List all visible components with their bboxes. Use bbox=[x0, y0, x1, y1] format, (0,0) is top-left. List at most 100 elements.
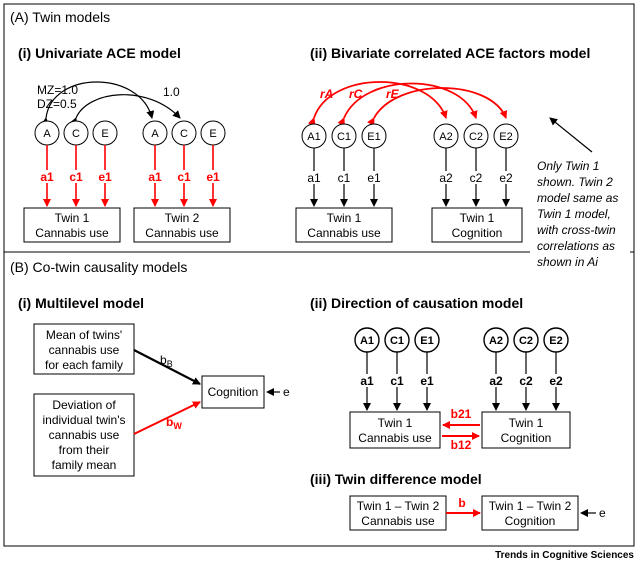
factor-c1-label: C1 bbox=[337, 131, 351, 143]
box-line: family mean bbox=[52, 458, 117, 472]
direction-cannabis-factors: A1 C1 E1 bbox=[354, 327, 440, 353]
box-line: cannabis use bbox=[49, 428, 120, 442]
box-line: Twin 1 bbox=[378, 416, 413, 430]
bb-label: bB bbox=[160, 353, 173, 369]
bivariate-correlation-arcs bbox=[307, 81, 508, 127]
box-line: Twin 2 bbox=[165, 211, 200, 225]
twin2-cannabis-box bbox=[133, 207, 231, 243]
direction-cognition-box bbox=[481, 411, 571, 449]
bw-label: bW bbox=[166, 415, 182, 431]
box-line: Cannabis use bbox=[145, 226, 219, 240]
factor-e-label: E bbox=[101, 128, 108, 140]
path-a1-label: a1 bbox=[307, 171, 321, 185]
twin1-cannabis-box bbox=[23, 207, 121, 243]
bw-subscript: W bbox=[173, 421, 182, 431]
direction-title: (ii) Direction of causation model bbox=[310, 295, 523, 311]
factor-e2-label: E2 bbox=[549, 335, 562, 347]
box-line: cannabis use bbox=[49, 343, 120, 357]
error-label: e bbox=[283, 385, 290, 399]
box-line: individual twin's bbox=[43, 413, 126, 427]
difference-cannabis-box bbox=[349, 495, 447, 531]
note-line: with cross-twin bbox=[537, 223, 616, 237]
between-family-path bbox=[133, 349, 201, 385]
path-e2-label: e2 bbox=[499, 171, 513, 185]
box-line: Cognition bbox=[208, 385, 259, 399]
direction-cannabis-box bbox=[349, 411, 441, 449]
bw-base: b bbox=[166, 415, 173, 429]
note-backdrop bbox=[530, 156, 630, 264]
path-a2-label: a2 bbox=[439, 171, 453, 185]
path-c1-label: c1 bbox=[390, 374, 404, 388]
bivariate-title: (ii) Bivariate correlated ACE factors mo… bbox=[310, 45, 590, 61]
factor-a1-label: A1 bbox=[360, 335, 374, 347]
bivariate-cannabis-factors: A1 C1 E1 bbox=[301, 123, 387, 149]
path-e2-label: e2 bbox=[549, 374, 563, 388]
box-line: Cognition bbox=[452, 226, 503, 240]
multilevel-cognition-box bbox=[201, 375, 265, 409]
note-line: correlations as bbox=[537, 239, 615, 253]
box-line: Cognition bbox=[505, 514, 556, 528]
factor-c2-label: C2 bbox=[469, 131, 483, 143]
box-line: Twin 1 bbox=[460, 211, 495, 225]
b12-label: b12 bbox=[451, 438, 472, 452]
box-line: Cannabis use bbox=[35, 226, 109, 240]
univariate-title: (i) Univariate ACE model bbox=[18, 45, 181, 61]
box-line: Cognition bbox=[501, 431, 552, 445]
re-label: rE bbox=[386, 87, 400, 101]
path-c2-label: c2 bbox=[470, 171, 483, 185]
multilevel-title: (i) Multilevel model bbox=[18, 295, 144, 311]
path-e1-label: e1 bbox=[367, 171, 381, 185]
note-text: Only Twin 1 shown. Twin 2 model same as … bbox=[537, 159, 618, 269]
factor-e1-label: E1 bbox=[367, 131, 380, 143]
factor-e1-label: E1 bbox=[420, 335, 433, 347]
note-line: shown in Ai bbox=[537, 255, 598, 269]
path-a1-label: a1 bbox=[40, 170, 54, 184]
path-c1-label: c1 bbox=[338, 171, 351, 185]
factor-a1-label: A1 bbox=[307, 131, 320, 143]
rc-label: rC bbox=[349, 87, 363, 101]
factor-a2-label: A2 bbox=[489, 335, 503, 347]
b21-label: b21 bbox=[451, 407, 472, 421]
bivariate-cognition-factors: A2 C2 E2 bbox=[433, 123, 519, 149]
deviation-box bbox=[33, 393, 135, 477]
direction-cognition-factors: A2 C2 E2 bbox=[483, 327, 569, 353]
journal-footer: Trends in Cognitive Sciences bbox=[495, 550, 634, 561]
factor-e-label: E bbox=[209, 128, 216, 140]
factor-c2-label: C2 bbox=[519, 335, 533, 347]
note-line: Only Twin 1 bbox=[537, 159, 599, 173]
box-line: from their bbox=[59, 443, 110, 457]
factor-a-label: A bbox=[151, 128, 159, 140]
bivariate-cannabis-box bbox=[295, 207, 393, 243]
path-c1-label: c1 bbox=[69, 170, 83, 184]
path-a1-label: a1 bbox=[148, 170, 162, 184]
note-line: Twin 1 model, bbox=[537, 207, 611, 221]
path-e1-label: e1 bbox=[420, 374, 434, 388]
path-e1-label: e1 bbox=[98, 170, 112, 184]
section-a-title: (A) Twin models bbox=[10, 9, 110, 25]
factor-c-label: C bbox=[180, 128, 188, 140]
outer-frame bbox=[3, 3, 635, 547]
box-line: Twin 1 – Twin 2 bbox=[489, 499, 572, 513]
box-line: Twin 1 – Twin 2 bbox=[357, 499, 440, 513]
bb-base: b bbox=[160, 353, 167, 367]
univariate-twin1-factors: A C E bbox=[34, 120, 118, 146]
box-line: Cannabis use bbox=[307, 226, 381, 240]
bb-subscript: B bbox=[167, 359, 173, 369]
note-line: shown. Twin 2 bbox=[537, 175, 613, 189]
box-line: for each family bbox=[45, 358, 123, 372]
c-correlation-arc bbox=[69, 94, 181, 127]
a-correlation-arc bbox=[41, 81, 155, 126]
univariate-twin2-factors: A C E bbox=[142, 120, 226, 146]
difference-title: (iii) Twin difference model bbox=[310, 471, 482, 487]
bivariate-cognition-box bbox=[431, 207, 523, 243]
difference-b-label: b bbox=[458, 496, 465, 510]
family-mean-box bbox=[33, 323, 135, 375]
difference-cognition-box bbox=[481, 495, 579, 531]
error-label: e bbox=[599, 506, 606, 520]
dz-label: DZ=0.5 bbox=[37, 97, 77, 111]
factor-c1-label: C1 bbox=[390, 335, 404, 347]
path-a1-label: a1 bbox=[360, 374, 374, 388]
factor-c-label: C bbox=[72, 128, 80, 140]
note-line: model same as bbox=[537, 191, 618, 205]
